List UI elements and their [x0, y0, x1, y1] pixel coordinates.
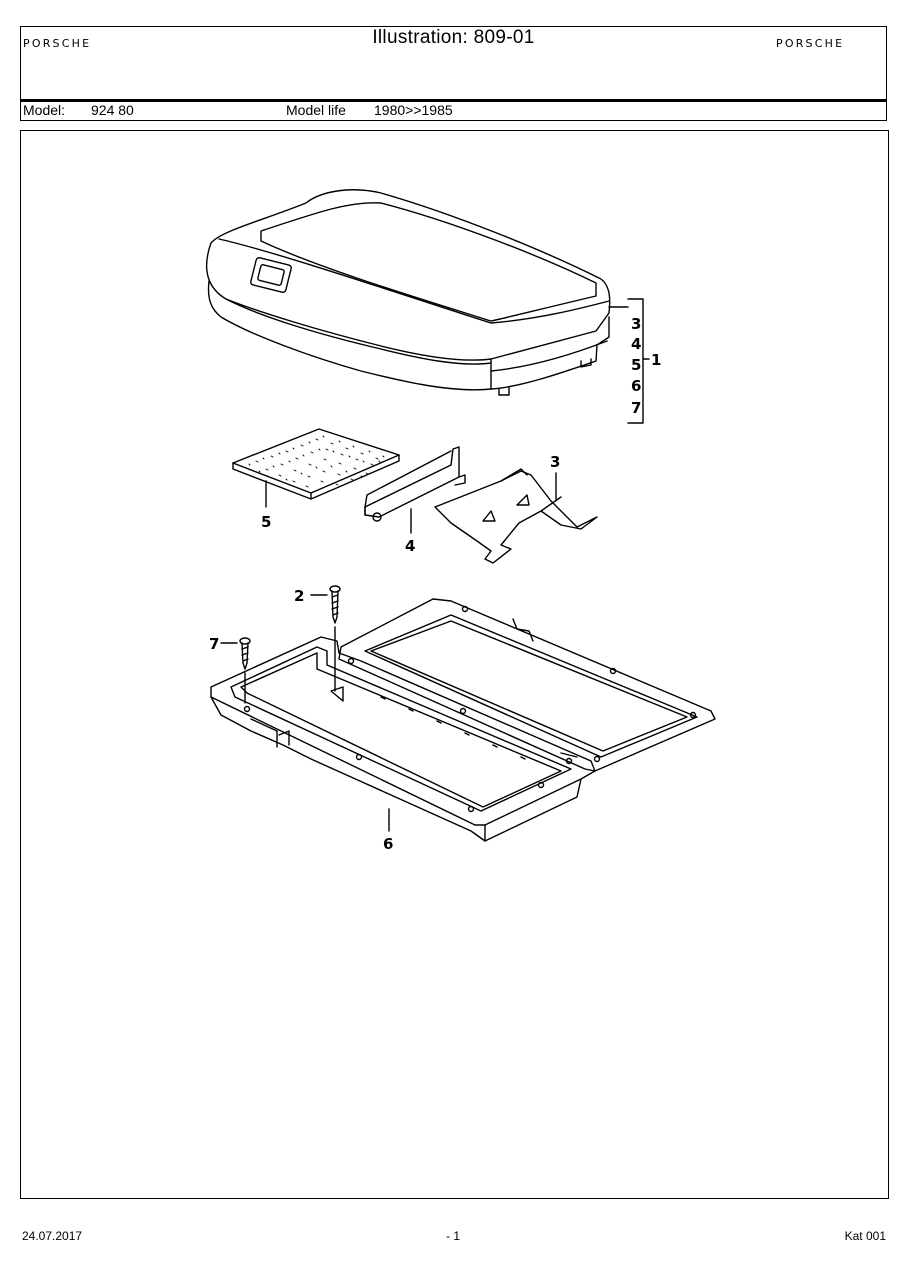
model-row: Model: 924 80 Model life 1980>>1985 [21, 102, 886, 120]
callout-2: 2 [294, 587, 304, 605]
callout-6: 6 [383, 835, 393, 853]
model-label: Model: [23, 102, 66, 118]
callout-5: 5 [261, 513, 271, 531]
model-value: 924 80 [91, 102, 134, 118]
porsche-logo-left: PORSCHE [23, 37, 127, 49]
screw-7-drawing [220, 637, 251, 704]
porsche-wordmark-right: PORSCHE [776, 37, 844, 49]
svg-text:PORSCHE: PORSCHE [776, 37, 844, 49]
retaining-plate-drawing [364, 446, 466, 534]
bracket-item-6: 6 [631, 377, 641, 395]
bracket-item-4: 4 [631, 335, 641, 353]
illustration-frame: 3 4 5 6 7 1 5 [20, 130, 889, 1199]
screw-2-drawing [310, 585, 341, 692]
spring-clip-drawing [434, 468, 598, 564]
porsche-logo-right: PORSCHE [776, 37, 880, 49]
armrest-lid-drawing [205, 189, 611, 396]
model-life-label: Model life [286, 102, 346, 118]
page-title: Illustration: 809-01 [372, 27, 535, 48]
footer-date: 24.07.2017 [22, 1229, 83, 1243]
callout-bracket-1 [608, 298, 650, 424]
callout-4: 4 [405, 537, 415, 555]
bracket-parent-1: 1 [651, 351, 661, 369]
exploded-parts-drawing: 3 4 5 6 7 1 5 [205, 189, 716, 853]
model-life-value: 1980>>1985 [374, 102, 453, 118]
header-box: PORSCHE Illustration: 809-01 PORSCHE Mod… [20, 26, 887, 121]
svg-text:PORSCHE: PORSCHE [23, 37, 91, 49]
porsche-wordmark-left: PORSCHE [23, 37, 91, 49]
base-tray-drawing [210, 598, 716, 842]
header-divider [21, 99, 886, 102]
callout-7: 7 [209, 635, 219, 653]
callout-3: 3 [550, 453, 560, 471]
footer-page-number: - 1 [446, 1229, 461, 1243]
bracket-item-5: 5 [631, 356, 641, 374]
bracket-item-7: 7 [631, 399, 641, 417]
footer-catalog: Kat 001 [844, 1229, 886, 1243]
bracket-item-3: 3 [631, 315, 641, 333]
foam-pad-drawing [232, 428, 400, 508]
